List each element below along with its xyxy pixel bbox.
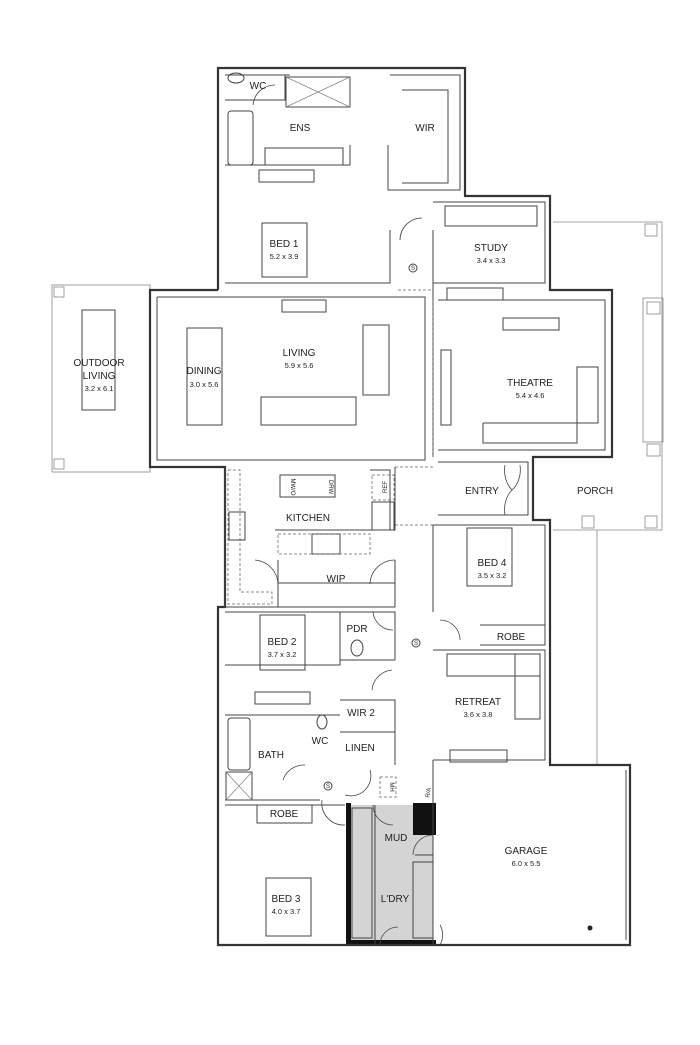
- size-bed-3: 4.0 x 3.7: [272, 907, 301, 916]
- theatre-sofa: [482, 366, 599, 444]
- label-wir: WIR: [415, 123, 434, 134]
- smoke-detector-label: S: [326, 784, 330, 790]
- bed-3: [265, 877, 312, 937]
- label-living: LIVING: [283, 348, 316, 359]
- living-sofa: [362, 324, 390, 396]
- label-dining: DINING: [187, 366, 222, 377]
- label-wip: WIP: [327, 574, 346, 585]
- toilet-ens: [227, 72, 245, 84]
- vanity-ens: [264, 147, 344, 166]
- room-labels: WC ENS WIR BED 1 5.2 x 3.9 STUDY 3.4 x 3…: [73, 81, 613, 916]
- toilet-wc: [316, 714, 328, 730]
- theatre-screen: [440, 349, 452, 426]
- label-outdoor: OUTDOOR: [73, 358, 124, 369]
- smoke-detector-icon: [411, 638, 421, 648]
- bathtub: [227, 717, 251, 771]
- doors: [252, 84, 521, 946]
- label-bed-1: BED 1: [270, 239, 299, 250]
- garage-fixture-icon: [587, 925, 593, 931]
- label-mud: MUD: [385, 833, 408, 844]
- label-microwave: MW/O: [289, 479, 295, 496]
- label-manhole: MH: [388, 782, 394, 791]
- smoke-detector-label: S: [411, 266, 415, 272]
- size-garage: 6.0 x 5.5: [512, 859, 541, 868]
- size-outdoor-living: 3.2 x 6.1: [85, 384, 114, 393]
- bed-2: [259, 614, 306, 671]
- bathtub-ens: [227, 110, 254, 166]
- bath-shower: [225, 771, 253, 801]
- shower: [285, 76, 351, 108]
- size-study: 3.4 x 3.3: [477, 256, 506, 265]
- label-wir-2: WIR 2: [347, 708, 375, 719]
- label-robe-bed-3: ROBE: [270, 809, 299, 820]
- label-linen: LINEN: [345, 743, 374, 754]
- label-fridge: REF: [383, 481, 389, 493]
- theatre-tv-unit: [502, 317, 560, 331]
- label-porch: PORCH: [577, 486, 613, 497]
- size-retreat: 3.6 x 3.8: [464, 710, 493, 719]
- kitchen-sink: [228, 511, 246, 541]
- size-bed-4: 3.5 x 3.2: [478, 571, 507, 580]
- bed-1: [261, 222, 308, 278]
- living-tv-unit: [281, 299, 327, 313]
- size-bed-2: 3.7 x 3.2: [268, 650, 297, 659]
- kitchen-island: [279, 474, 336, 498]
- bed-4: [466, 527, 513, 587]
- label-wc: WC: [312, 736, 329, 747]
- label-retreat: RETREAT: [455, 697, 501, 708]
- label-theatre: THEATRE: [507, 378, 553, 389]
- label-robe-bed-4: ROBE: [497, 632, 526, 643]
- smoke-detector-label: S: [414, 641, 418, 647]
- retreat-sofa: [446, 653, 541, 677]
- label-ens: ENS: [290, 123, 311, 134]
- outdoor-table: [81, 309, 116, 411]
- furniture: [81, 72, 599, 939]
- study-desk: [444, 205, 538, 227]
- label-outdoor-living: LIVING: [83, 371, 116, 382]
- living-sofa-2: [260, 396, 357, 426]
- size-bed-1: 5.2 x 3.9: [270, 252, 299, 261]
- laundry-wall-bottom: [346, 940, 436, 945]
- label-return-air: R/A: [425, 787, 433, 798]
- dining-table: [186, 327, 223, 426]
- label-bed-2: BED 2: [268, 637, 297, 648]
- label-dishwasher: DRW: [327, 480, 333, 495]
- smoke-detector-icon: [323, 781, 333, 791]
- label-bed-4: BED 4: [478, 558, 507, 569]
- smoke-detector-icon: [408, 263, 418, 273]
- label-entry: ENTRY: [465, 486, 499, 497]
- porch-area: [553, 221, 664, 765]
- label-kitchen: KITCHEN: [286, 513, 330, 524]
- label-study: STUDY: [474, 243, 508, 254]
- laundry-wall-block: [413, 803, 436, 835]
- label-laundry: L'DRY: [381, 894, 410, 905]
- size-theatre: 5.4 x 4.6: [516, 391, 545, 400]
- label-bed-3: BED 3: [272, 894, 301, 905]
- label-garage: GARAGE: [505, 846, 548, 857]
- laundry-wall: [346, 803, 351, 945]
- label-pdr: PDR: [346, 624, 367, 635]
- toilet-pdr: [350, 639, 364, 657]
- size-dining: 3.0 x 5.6: [190, 380, 219, 389]
- size-living: 5.9 x 5.6: [285, 361, 314, 370]
- label-wc-ensuite: WC: [250, 81, 267, 92]
- label-bath: BATH: [258, 750, 284, 761]
- cooktop: [311, 533, 341, 555]
- fixture-labels: MW/O DRW REF MH R/A S S S: [289, 263, 593, 931]
- interior-walls: [156, 74, 606, 945]
